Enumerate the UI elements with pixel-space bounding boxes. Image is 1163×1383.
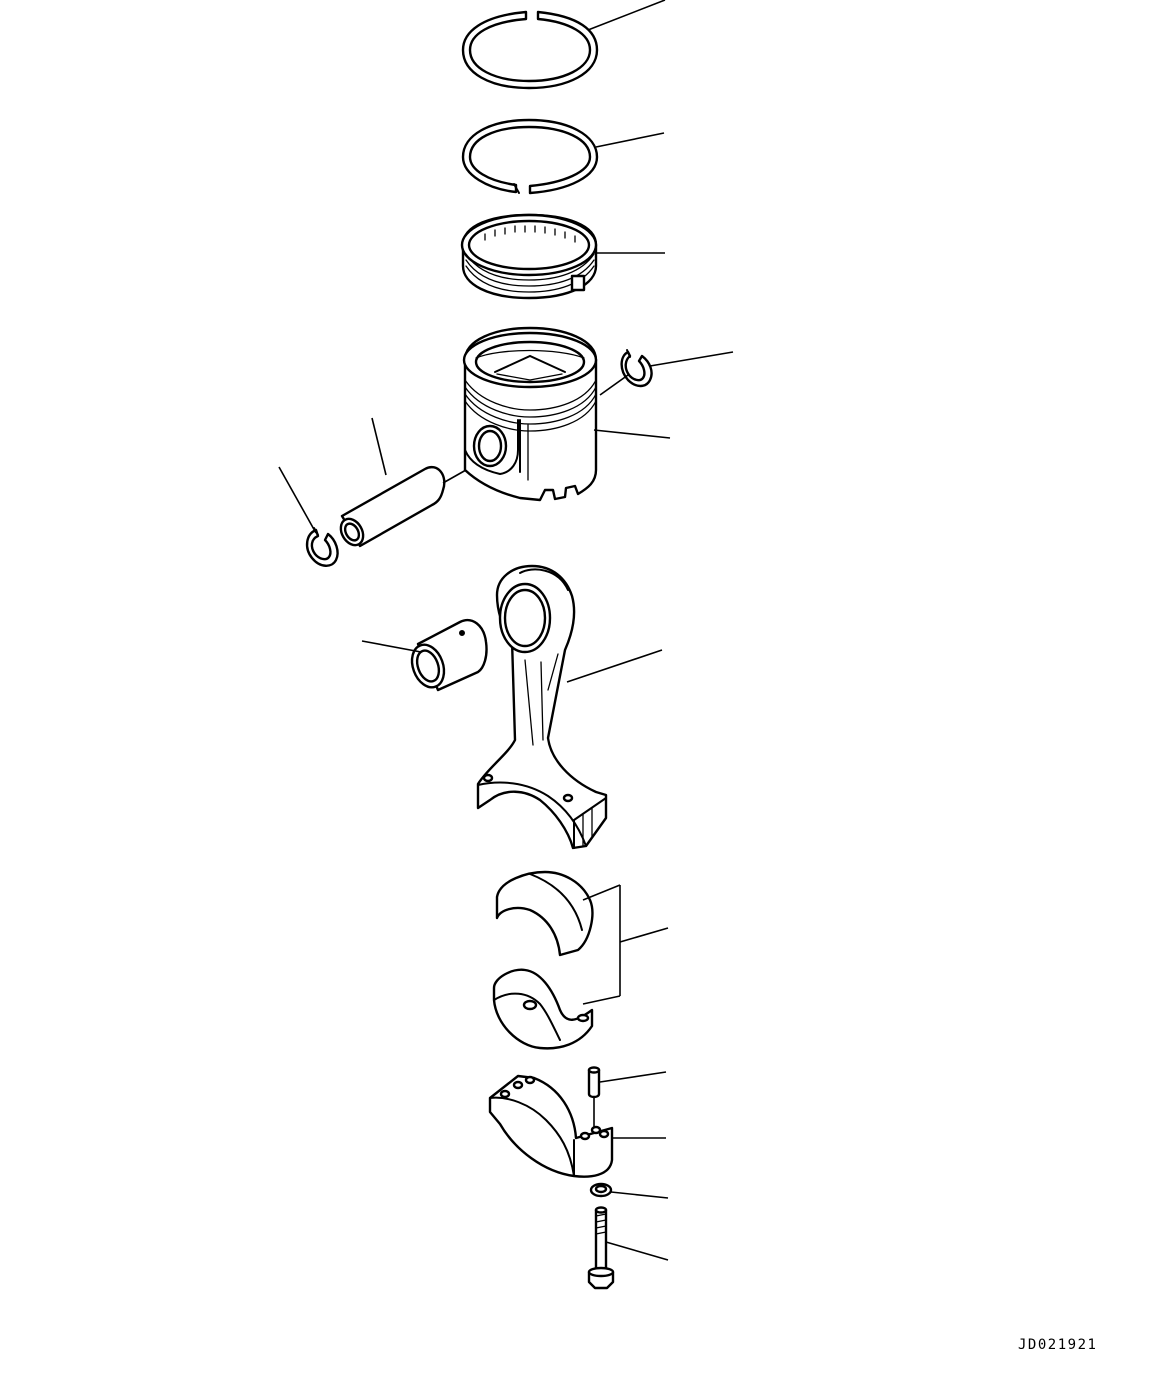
oil-control-ring[interactable] (460, 213, 598, 300)
connecting-rod-bolt[interactable] (587, 1206, 615, 1290)
dowel-pin[interactable] (587, 1066, 601, 1099)
washer[interactable] (589, 1182, 613, 1198)
second-compression-ring[interactable] (461, 118, 599, 195)
leader-line-bearing-upper (582, 884, 621, 901)
leader-line-bolt (605, 1241, 669, 1261)
piston-pin[interactable] (336, 466, 446, 549)
leader-line-pin-to-piston (442, 469, 467, 484)
connecting-rod-cap[interactable] (488, 1074, 614, 1178)
leader-line-piston-to-ring (599, 374, 629, 396)
leader-line-top-ring (587, 0, 666, 31)
leader-line-bearing-set (619, 927, 669, 943)
leader-line-snap-ring-right (649, 351, 734, 367)
leader-line-piston (593, 429, 671, 439)
leader-line-washer (610, 1191, 669, 1199)
connecting-rod-bearing-set[interactable] (492, 870, 594, 1050)
connecting-rod[interactable] (476, 564, 608, 850)
small-end-bushing[interactable] (406, 619, 488, 692)
top-compression-ring[interactable] (461, 10, 599, 90)
leader-line-connecting-rod (566, 649, 663, 683)
drawing-code-label: JD021921 (1018, 1337, 1098, 1353)
leader-line-piston-pin (371, 417, 387, 476)
leader-line-second-ring (595, 132, 665, 148)
piston[interactable] (462, 326, 598, 502)
leader-line-dowel-pin (599, 1071, 667, 1083)
leader-line-bearing-lower (582, 995, 621, 1005)
leader-line-snap-ring-left (278, 466, 317, 534)
leader-line-bushing (361, 640, 422, 653)
piston-pin-snap-ring-left[interactable] (305, 527, 339, 567)
piston-pin-snap-ring-right[interactable] (620, 349, 653, 388)
